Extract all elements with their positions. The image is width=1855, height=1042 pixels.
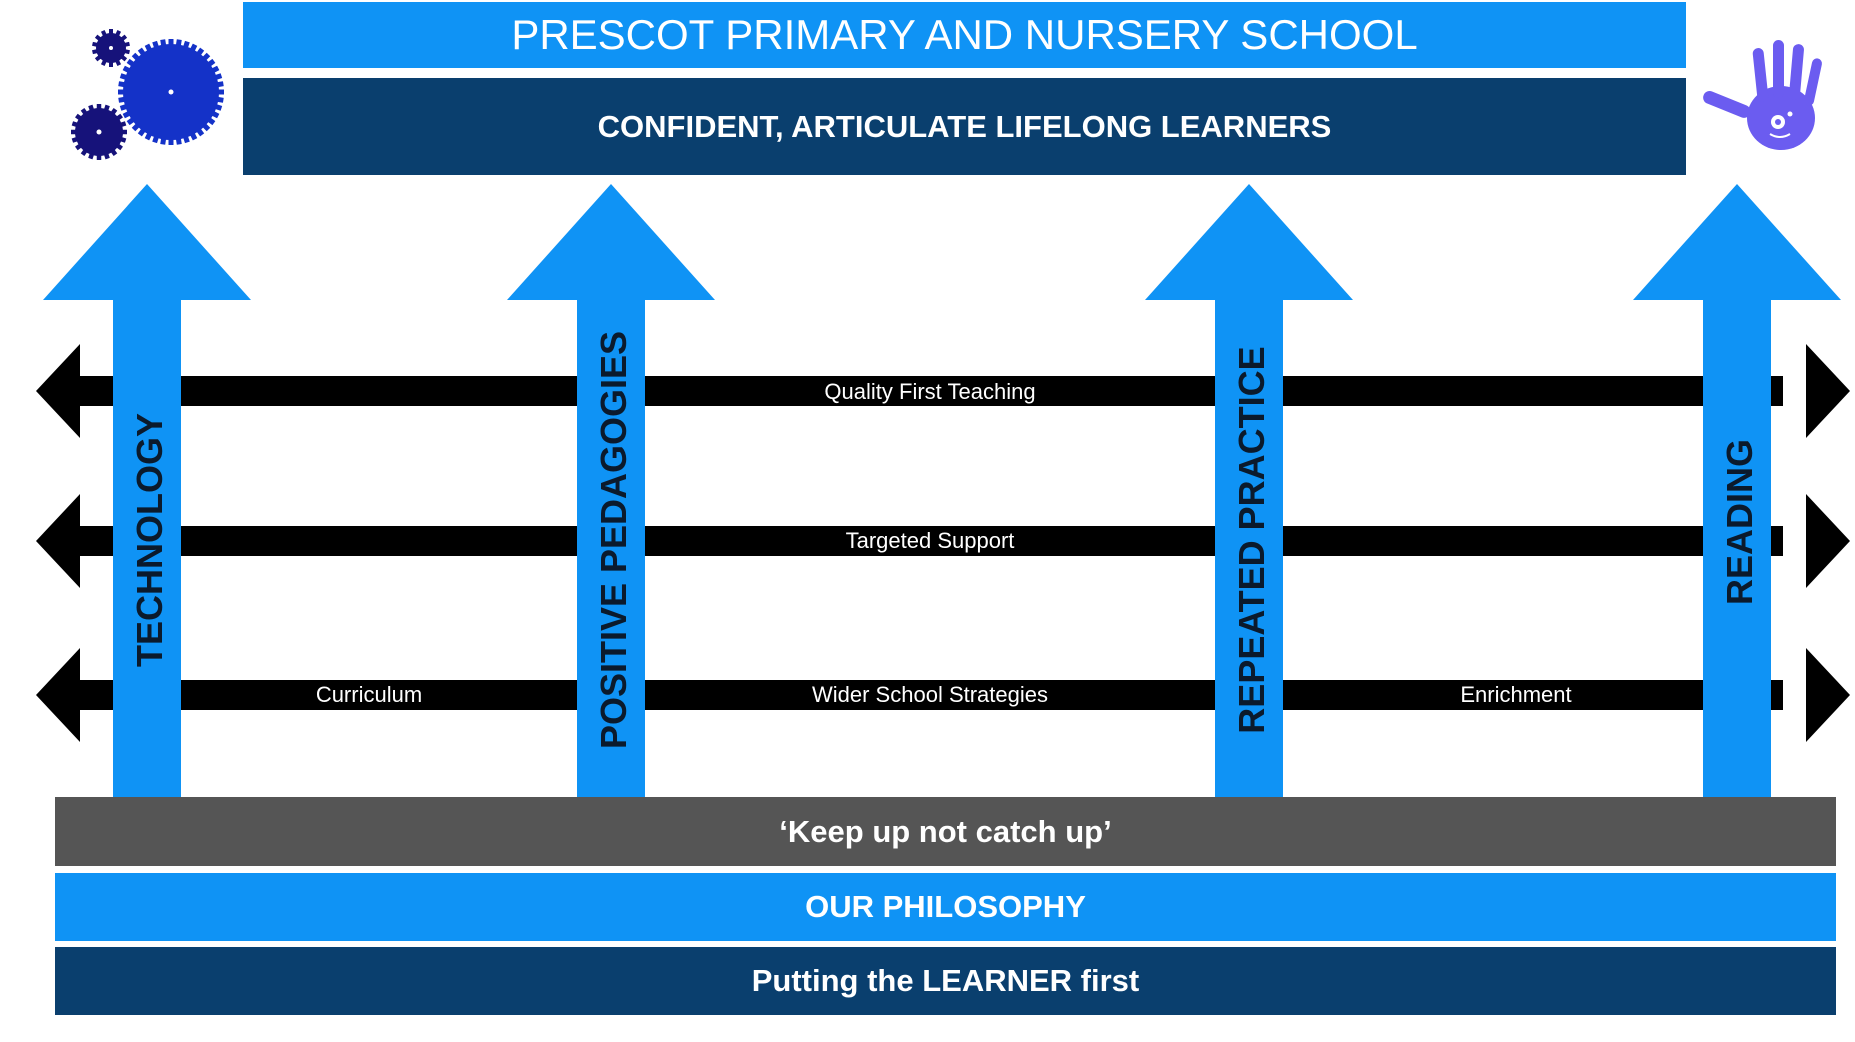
pillar-arrow-reading bbox=[1633, 184, 1841, 802]
pillar-label-positive-pedagogies: POSITIVE PEDAGOGIES bbox=[593, 331, 634, 749]
band-arrow-1 bbox=[36, 344, 1850, 438]
band-arrow-2 bbox=[36, 494, 1850, 588]
band-arrow-3 bbox=[36, 648, 1850, 742]
pillar-label-reading: READING bbox=[1719, 439, 1760, 605]
pillar-label-technology: TECHNOLOGY bbox=[129, 413, 170, 667]
motto-bar: CONFIDENT, ARTICULATE LIFELONG LEARNERS bbox=[243, 78, 1686, 175]
pillar-arrow-repeated-practice bbox=[1145, 184, 1353, 802]
pillar-label-repeated-practice: REPEATED PRACTICE bbox=[1231, 346, 1272, 733]
handprint-icon bbox=[1703, 40, 1822, 150]
philosophy-text: OUR PHILOSOPHY bbox=[805, 889, 1086, 924]
philosophy-bar: OUR PHILOSOPHY bbox=[55, 873, 1836, 941]
gears-icon bbox=[71, 29, 224, 160]
band-label-targeted-support: Targeted Support bbox=[846, 528, 1015, 553]
pillar-arrow-positive-pedagogies bbox=[507, 184, 715, 802]
school-title-bar: PRESCOT PRIMARY AND NURSERY SCHOOL bbox=[243, 2, 1686, 68]
keep-up-bar: ‘Keep up not catch up’ bbox=[55, 797, 1836, 866]
pillar-arrow-technology bbox=[43, 184, 251, 802]
band-label-enrichment: Enrichment bbox=[1460, 682, 1571, 707]
school-name: PRESCOT PRIMARY AND NURSERY SCHOOL bbox=[511, 11, 1418, 58]
learner-first-bar: Putting the LEARNER first bbox=[55, 947, 1836, 1015]
learner-first-text: Putting the LEARNER first bbox=[751, 963, 1140, 998]
band-label-curriculum: Curriculum bbox=[316, 682, 422, 707]
band-label-quality-first-teaching: Quality First Teaching bbox=[824, 379, 1035, 404]
band-label-wider-school-strategies: Wider School Strategies bbox=[812, 682, 1048, 707]
motto-text: CONFIDENT, ARTICULATE LIFELONG LEARNERS bbox=[597, 108, 1332, 144]
keep-up-text: ‘Keep up not catch up’ bbox=[779, 813, 1112, 849]
